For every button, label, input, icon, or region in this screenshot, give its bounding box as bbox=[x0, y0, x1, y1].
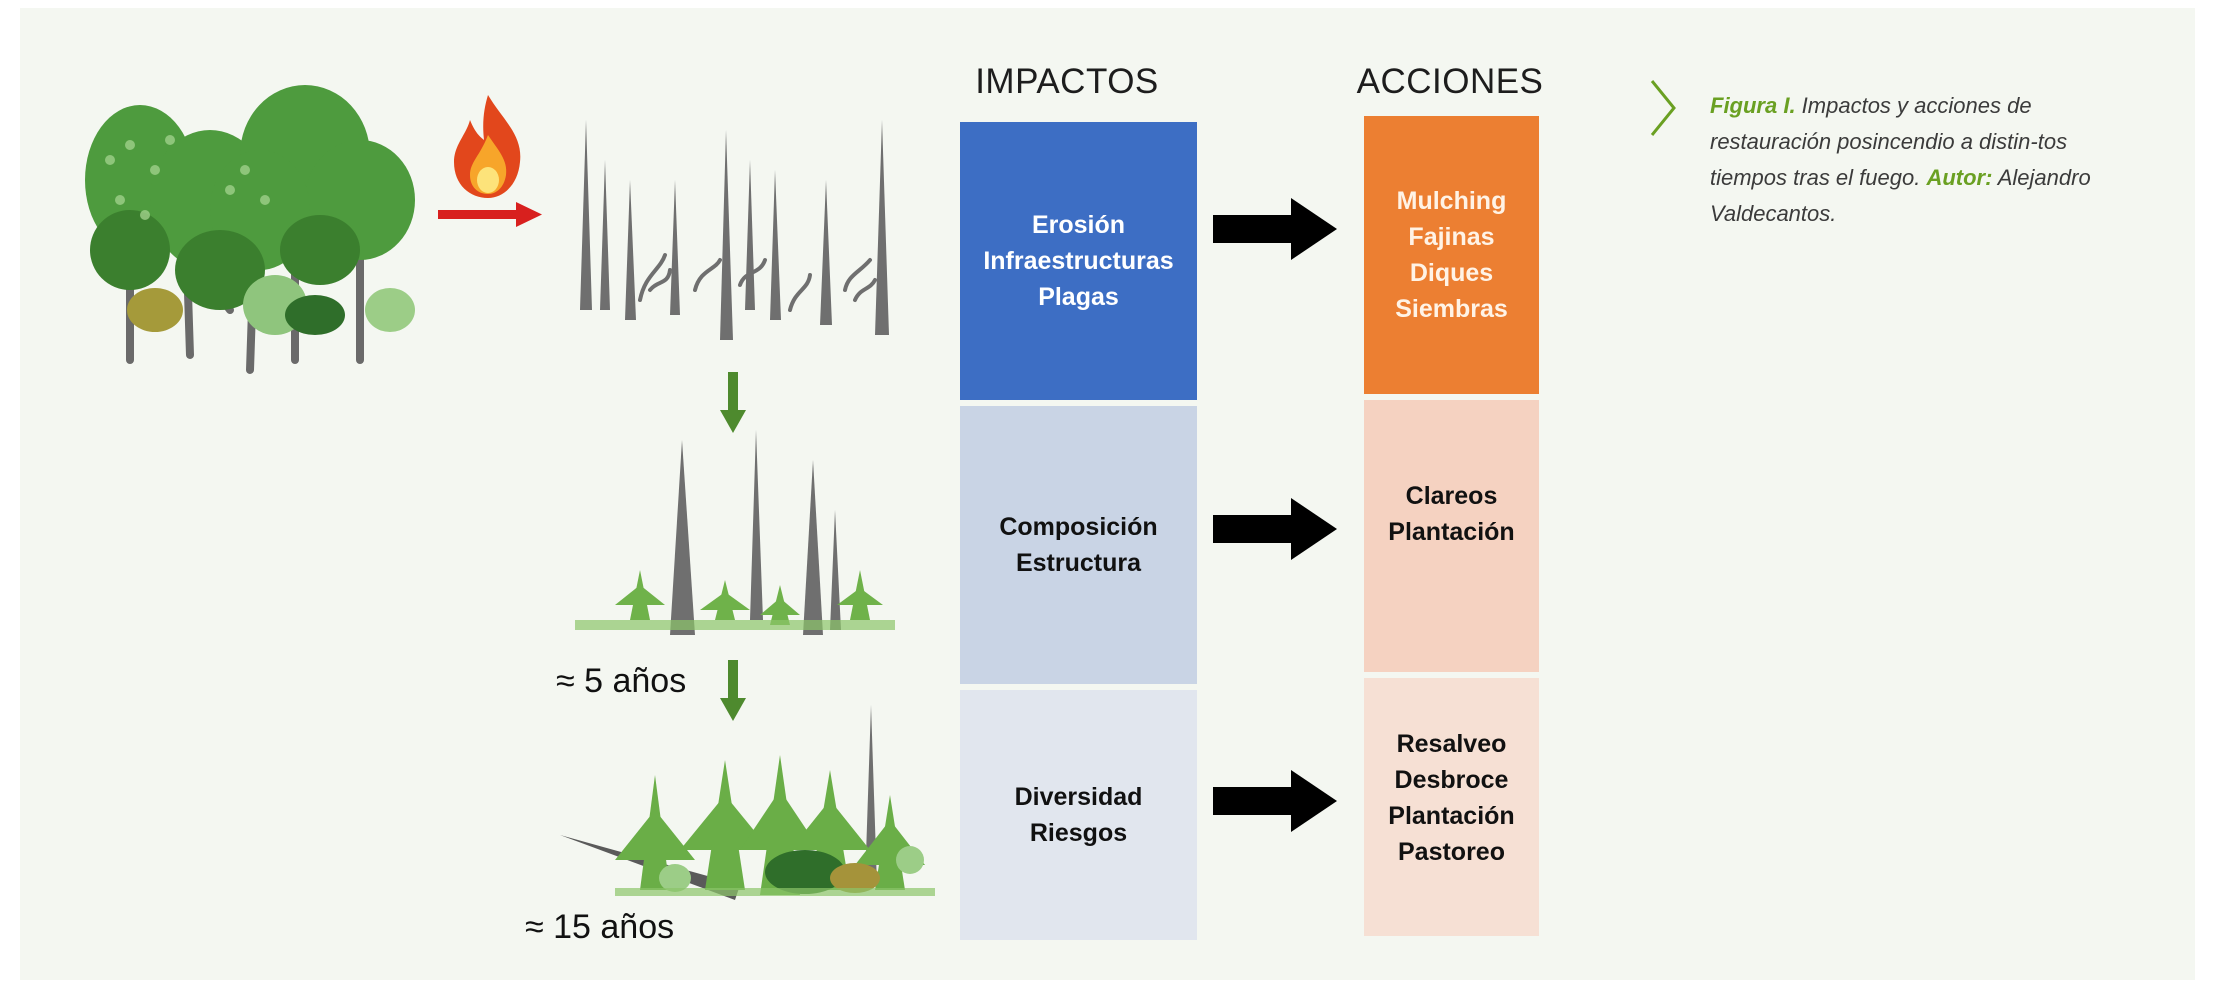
action-box-row3: Resalveo Desbroce Plantación Pastoreo bbox=[1364, 678, 1539, 936]
caption-figure-label: Figura I. bbox=[1710, 93, 1796, 118]
caption-author: Alejandro Valdecantos. bbox=[1710, 165, 2091, 226]
action-text: Plantación bbox=[1388, 518, 1515, 546]
impact-text: Riesgos bbox=[1029, 819, 1128, 847]
fire-arrow bbox=[438, 202, 542, 227]
impact-text: Diversidad bbox=[1014, 783, 1143, 811]
actions-header: ACCIONES bbox=[1356, 62, 1544, 101]
time-label-5-years: ≈ 5 años bbox=[556, 662, 687, 700]
down-arrow-icon bbox=[720, 372, 746, 433]
action-text: Plantación bbox=[1388, 802, 1515, 830]
impact-text: Plagas bbox=[1038, 283, 1119, 311]
regrowth-icon bbox=[575, 430, 895, 635]
impact-text: Composición bbox=[999, 513, 1158, 541]
action-text: Pastoreo bbox=[1398, 838, 1505, 866]
arrow-right-icon bbox=[1213, 770, 1337, 832]
forest-icon bbox=[85, 85, 415, 374]
caption-author-label: Autor: bbox=[1926, 165, 1993, 190]
impact-box-row1: Erosión Infraestructuras Plagas bbox=[960, 122, 1197, 400]
arrow-right-icon bbox=[1213, 198, 1337, 260]
fire-icon bbox=[454, 95, 521, 198]
burnt-snags-icon bbox=[580, 120, 889, 340]
impact-text: Estructura bbox=[1015, 549, 1142, 577]
action-text: Mulching bbox=[1396, 187, 1507, 215]
action-box-row1: Mulching Fajinas Diques Siembras bbox=[1364, 116, 1539, 394]
action-text: Diques bbox=[1409, 259, 1494, 287]
time-label-15-years: ≈ 15 años bbox=[525, 908, 675, 946]
impact-text: Infraestructuras bbox=[983, 247, 1174, 275]
arrow-right-icon bbox=[1213, 498, 1337, 560]
action-text: Clareos bbox=[1405, 482, 1498, 510]
impact-box-row3: Diversidad Riesgos bbox=[960, 690, 1197, 940]
recovered-forest-icon bbox=[560, 705, 935, 900]
action-text: Fajinas bbox=[1408, 223, 1495, 251]
figure-caption: Figura I. Impactos y acciones de restaur… bbox=[1710, 88, 2110, 232]
action-box-row2: Clareos Plantación bbox=[1364, 400, 1539, 672]
chevron-right-icon bbox=[1650, 80, 1676, 136]
action-text: Desbroce bbox=[1394, 766, 1509, 794]
impacts-header: IMPACTOS bbox=[975, 62, 1159, 101]
impact-text: Erosión bbox=[1031, 211, 1126, 239]
caption-text: Impactos y acciones de restauración posi… bbox=[1710, 93, 2068, 190]
action-text: Resalveo bbox=[1396, 730, 1507, 758]
impact-box-row2: Composición Estructura bbox=[960, 406, 1197, 684]
down-arrow-icon bbox=[720, 660, 746, 721]
action-text: Siembras bbox=[1395, 295, 1508, 323]
